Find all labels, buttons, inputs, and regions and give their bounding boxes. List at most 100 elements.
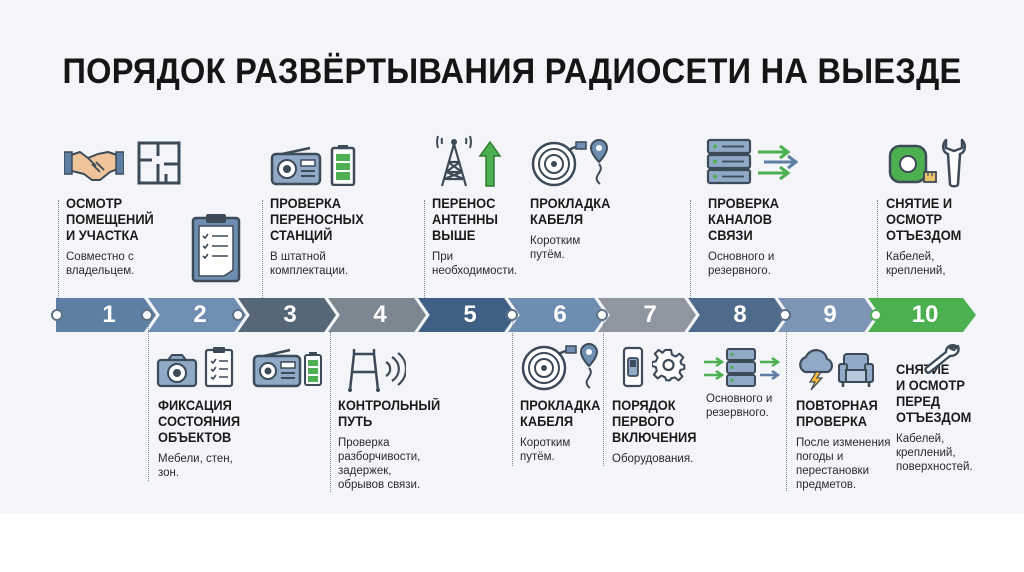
card-desc: Кабелей, креплений, поверхностей. — [896, 433, 973, 473]
timeline-dot — [596, 309, 608, 321]
step-number: 9 — [823, 301, 837, 328]
card-desc: При необходимости. — [432, 251, 518, 277]
timeline-dot — [779, 309, 791, 321]
step-2: 2 — [148, 298, 246, 332]
radio-icon — [252, 348, 302, 388]
card-title: СНЯТИЕ И ОСМОТР ПЕРЕД ОТЪЕЗДОМ — [896, 362, 972, 425]
card-title: ПРОКЛАДКА КАБЕЛЯ — [520, 398, 601, 429]
transfer-arrows-icon — [758, 356, 780, 382]
step-number: 3 — [283, 301, 297, 328]
connector-line — [512, 321, 513, 466]
card-step-10-bottom: СНЯТИЕ И ОСМОТР ПЕРЕД ОТЪЕЗДОМ Кабелей, … — [896, 362, 1006, 474]
card-step-5: ПЕРЕНОС АНТЕННЫ ВЫШЕ При необходимости. — [432, 196, 527, 278]
cable-reel-icon — [530, 140, 590, 188]
card-title: ПРОКЛАДКА КАБЕЛЯ — [530, 196, 611, 227]
card-desc: Оборудования. — [612, 453, 694, 465]
card-desc: Кабелей, креплений, — [886, 251, 946, 277]
connector-line — [58, 200, 59, 310]
timeline-dot — [232, 309, 244, 321]
step-8: 8 — [688, 298, 786, 332]
step-number: 2 — [193, 301, 207, 328]
antenna-tower-icon — [434, 134, 474, 188]
card-step-6-top: ПРОКЛАДКА КАБЕЛЯ Коротким путём. — [530, 196, 640, 262]
step-10: 10 — [868, 298, 976, 332]
cloud-lightning-icon — [796, 348, 836, 390]
card-title: ПРОВЕРКА ПЕРЕНОСНЫХ СТАНЦИЙ — [270, 196, 364, 243]
step-number: 8 — [733, 301, 747, 328]
step-1: 1 — [56, 298, 156, 332]
card-title: КОНТРОЛЬНЫЙ ПУТЬ — [338, 398, 441, 429]
armchair-icon — [838, 352, 874, 388]
step-4: 4 — [328, 298, 426, 332]
step-number: 5 — [463, 301, 477, 328]
card-step-10-top: СНЯТИЕ И ОСМОТР ОТЪЕЗДОМ Кабелей, крепле… — [886, 196, 996, 278]
card-desc: Мебели, стен, зон. — [158, 453, 233, 479]
card-step-8-bottom: Основного и резервного. — [706, 392, 796, 420]
step-7: 7 — [598, 298, 696, 332]
card-title: ПОРЯДОК ПЕРВОГО ВКЛЮЧЕНИЯ — [612, 398, 697, 445]
card-desc: Коротким путём. — [520, 437, 571, 463]
card-desc: Совместно с владельцем. — [66, 251, 135, 277]
card-step-7: ПОРЯДОК ПЕРВОГО ВКЛЮЧЕНИЯ Оборудования. — [612, 398, 712, 466]
connector-line — [262, 200, 263, 300]
card-title: ОСМОТР ПОМЕЩЕНИЙ И УЧАСТКА — [66, 196, 154, 243]
step-6: 6 — [508, 298, 606, 332]
timeline-dot — [506, 309, 518, 321]
wrench-icon — [940, 138, 968, 188]
step-9: 9 — [778, 298, 876, 332]
card-desc: После изменения погоды и перестановки пр… — [796, 437, 891, 491]
server-icon — [706, 138, 752, 186]
card-step-8: ПРОВЕРКА КАНАЛОВ СВЯЗИ Основного и резер… — [708, 196, 818, 278]
card-desc: Основного и резервного. — [706, 393, 773, 419]
card-title: ПОВТОРНАЯ ПРОВЕРКА — [796, 398, 878, 429]
card-title: СНЯТИЕ И ОСМОТР ОТЪЕЗДОМ — [886, 196, 962, 243]
connector-line — [877, 200, 878, 312]
card-step-9: ПОВТОРНАЯ ПРОВЕРКА После изменения погод… — [796, 398, 901, 492]
floor-plan-icon — [136, 140, 182, 186]
camera-icon — [156, 354, 198, 388]
timeline-dot — [141, 309, 153, 321]
step-number: 4 — [373, 301, 387, 328]
location-pin-icon — [586, 138, 612, 186]
card-desc: Коротким путём. — [530, 235, 581, 261]
step-number: 7 — [643, 301, 657, 328]
arrow-up-icon — [478, 140, 502, 188]
battery-icon — [330, 144, 356, 186]
connector-line — [148, 321, 149, 481]
connector-line — [424, 200, 425, 300]
gear-icon — [652, 348, 686, 382]
server-icon — [726, 348, 756, 388]
cable-reel-icon — [520, 344, 580, 392]
card-step-2: ФИКСАЦИЯ СОСТОЯНИЯ ОБЪЕКТОВ Мебели, стен… — [158, 398, 268, 480]
card-title: ПРОВЕРКА КАНАЛОВ СВЯЗИ — [708, 196, 780, 243]
signal-waves-icon — [382, 352, 406, 386]
page-title: ПОРЯДОК РАЗВЁРТЫВАНИЯ РАДИОСЕТИ НА ВЫЕЗД… — [62, 52, 962, 91]
step-3: 3 — [238, 298, 336, 332]
card-step-4: КОНТРОЛЬНЫЙ ПУТЬ Проверка разборчивости,… — [338, 398, 458, 492]
step-5: 5 — [418, 298, 516, 332]
connector-line — [603, 321, 604, 466]
card-step-3: ПРОВЕРКА ПЕРЕНОСНЫХ СТАНЦИЙ В штатной ко… — [270, 196, 390, 278]
clipboard-icon — [190, 212, 242, 284]
card-title: ПЕРЕНОС АНТЕННЫ ВЫШЕ — [432, 196, 498, 243]
handshake-icon — [64, 142, 124, 186]
radio-icon — [270, 146, 322, 186]
connector-line — [330, 332, 331, 492]
transfer-arrows-icon — [704, 356, 726, 382]
wrench-icon — [922, 344, 962, 374]
step-number: 10 — [911, 301, 939, 328]
timeline-dot — [51, 309, 63, 321]
connector-line — [786, 321, 787, 491]
card-step-1: ОСМОТР ПОМЕЩЕНИЙ И УЧАСТКА Совместно с в… — [66, 196, 186, 278]
transfer-arrows-icon — [756, 142, 798, 182]
battery-icon — [304, 352, 322, 386]
walker-icon — [346, 348, 382, 392]
step-number: 6 — [553, 301, 567, 328]
card-step-6-bottom: ПРОКЛАДКА КАБЕЛЯ Коротким путём. — [520, 398, 610, 464]
switch-icon — [622, 346, 644, 388]
card-title: ФИКСАЦИЯ СОСТОЯНИЯ ОБЪЕКТОВ — [158, 398, 241, 445]
infographic-canvas: ПОРЯДОК РАЗВЁРТЫВАНИЯ РАДИОСЕТИ НА ВЫЕЗД… — [0, 0, 1024, 514]
card-desc: В штатной комплектации. — [270, 251, 349, 277]
connector-line — [690, 200, 691, 300]
timeline-dot — [870, 309, 882, 321]
